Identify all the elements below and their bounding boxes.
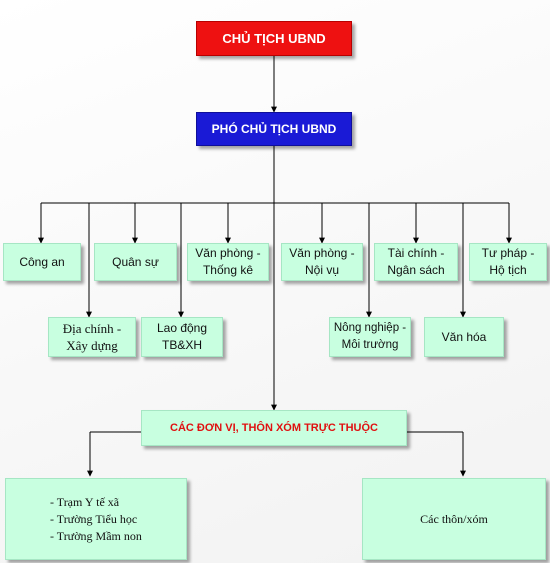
dept-van-hoa: Văn hóa <box>424 317 504 357</box>
dept-tu-phap: Tư pháp - Hộ tịch <box>469 243 547 281</box>
dept-label: Địa chính - Xây dựng <box>62 321 122 353</box>
right-units-label: Các thôn/xóm <box>420 511 488 526</box>
chairman-title: CHỦ TỊCH UBND <box>222 31 326 46</box>
right-units-box: Các thôn/xóm <box>362 478 546 560</box>
deputy-title: PHÓ CHỦ TỊCH UBND <box>211 121 337 136</box>
units-box: CÁC ĐƠN VỊ, THÔN XÓM TRỰC THUỘC <box>141 410 407 446</box>
dept-tai-chinh: Tài chính - Ngân sách <box>374 243 458 281</box>
list-item: - Trạm Y tế xã <box>50 495 120 509</box>
dept-dia-chinh: Địa chính - Xây dựng <box>48 317 136 357</box>
dept-label: Nông nghiệp - Môi trường <box>333 322 407 351</box>
dept-label: Văn hóa <box>441 329 487 344</box>
dept-label: Quân sự <box>112 254 159 269</box>
dept-lao-dong: Lao động TB&XH <box>141 317 223 357</box>
left-units-list: - Trạm Y tế xã - Trường Tiểu học - Trườn… <box>50 493 142 545</box>
list-item: - Trường Tiểu học <box>50 512 138 526</box>
dept-label: Công an <box>19 254 65 269</box>
dept-label: Văn phòng - Thống kê <box>195 246 261 277</box>
dept-label: Lao động TB&XH <box>156 321 208 352</box>
list-item: - Trường Mầm non <box>50 529 142 543</box>
chairman-box: CHỦ TỊCH UBND <box>196 21 352 56</box>
dept-cong-an: Công an <box>3 243 81 281</box>
dept-nong-nghiep: Nông nghiệp - Môi trường <box>329 317 411 357</box>
dept-label: Văn phòng - Nội vụ <box>289 246 355 277</box>
dept-van-phong-thong-ke: Văn phòng - Thống kê <box>187 243 269 281</box>
dept-label: Tài chính - Ngân sách <box>387 246 445 277</box>
deputy-box: PHÓ CHỦ TỊCH UBND <box>196 112 352 146</box>
dept-van-phong-noi-vu: Văn phòng - Nội vụ <box>281 243 363 281</box>
dept-label: Tư pháp - Hộ tịch <box>481 246 535 277</box>
dept-quan-su: Quân sự <box>94 243 177 281</box>
units-title: CÁC ĐƠN VỊ, THÔN XÓM TRỰC THUỘC <box>170 421 378 434</box>
left-units-box: - Trạm Y tế xã - Trường Tiểu học - Trườn… <box>5 478 187 560</box>
